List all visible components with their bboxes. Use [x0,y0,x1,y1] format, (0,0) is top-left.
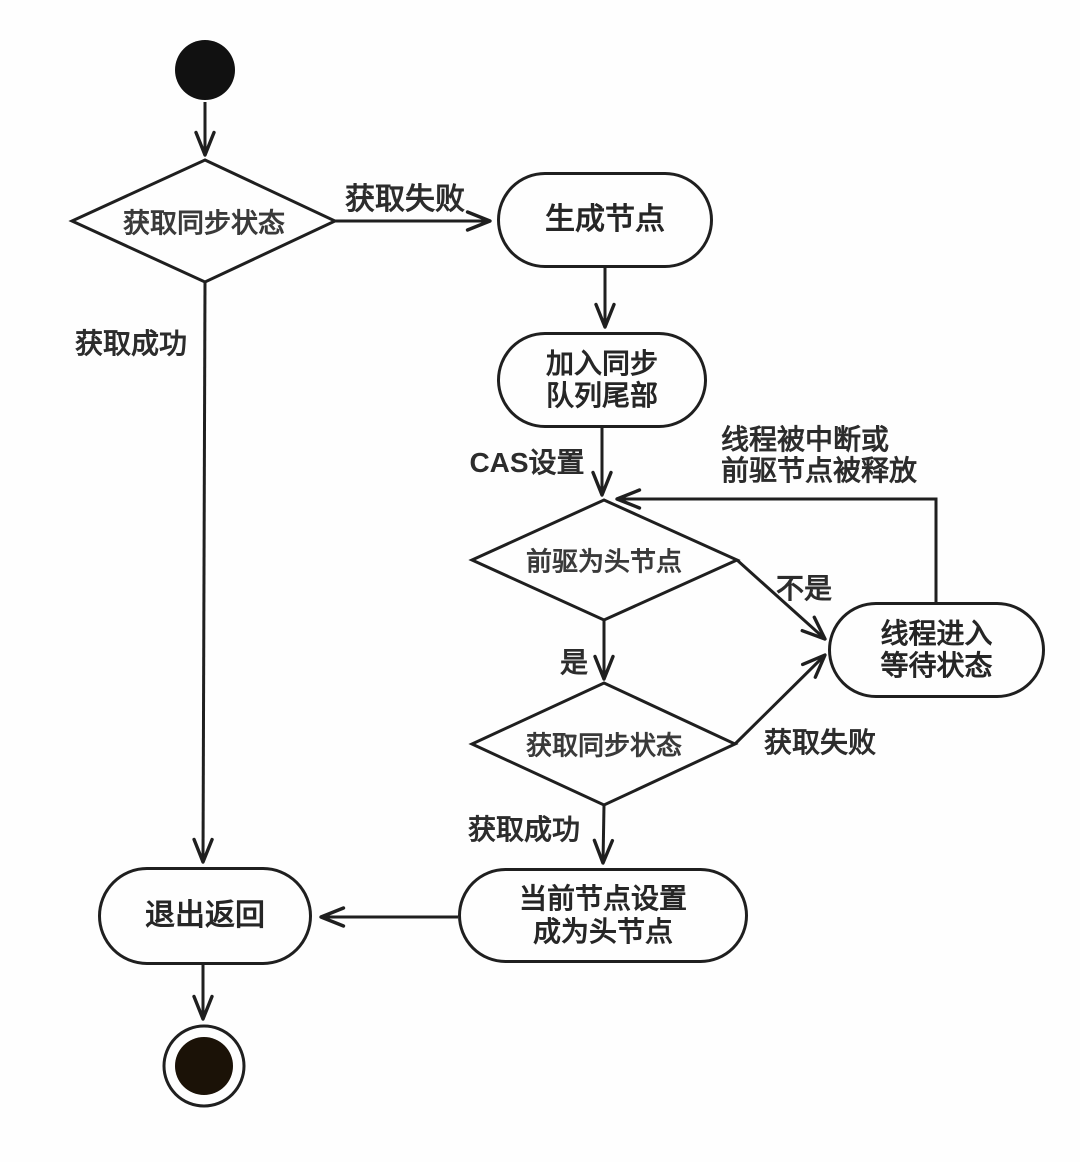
node-waiting: 线程进入 等待状态 [828,602,1045,698]
node-generate-label: 生成节点 [545,202,665,236]
node-waiting-line1: 线程进入 [880,617,993,649]
node-sethead-line2: 成为头节点 [532,915,673,947]
node-enqueue: 加入同步 队列尾部 [497,332,707,428]
start-node [175,40,235,100]
node-waiting-line2: 等待状态 [880,650,993,681]
node-generate: 生成节点 [497,172,713,268]
label-interrupted-line2: 前驱节点被释放 [721,455,918,487]
label-acquire-success-bottom: 获取成功 [467,814,581,845]
label-no: 不是 [775,573,833,604]
edge-decision3-to-sethead [592,804,615,865]
node-enqueue-line1: 加入同步 [545,347,658,379]
label-acquire-fail-top: 获取失败 [345,183,465,216]
node-exit: 退出返回 [98,867,312,965]
node-exit-label: 退出返回 [145,898,265,932]
edge-waiting-to-decision2 [615,488,938,602]
node-sethead: 当前节点设置 成为头节点 [458,868,748,963]
decision3-label: 获取同步状态 [525,730,683,761]
label-yes: 是 [559,647,589,678]
node-enqueue-line2: 队列尾部 [545,380,658,411]
edge-decision2-to-waiting [735,558,827,641]
edge-decision3-to-waiting [733,653,827,746]
node-sethead-line1: 当前节点设置 [518,883,687,915]
label-acquire-fail-bottom: 获取失败 [763,727,877,758]
edge-decision1-to-exit [192,281,214,864]
label-cas-set: CAS设置 [469,447,585,478]
label-acquire-success-left: 获取成功 [74,328,188,359]
label-interrupted: 线程被中断或 前驱节点被释放 [721,424,917,487]
end-node-core [175,1037,233,1095]
decision1-label: 获取同步状态 [123,208,285,239]
decision2-label: 前驱为头节点 [525,546,683,577]
label-interrupted-line1: 线程被中断或 [721,424,890,455]
